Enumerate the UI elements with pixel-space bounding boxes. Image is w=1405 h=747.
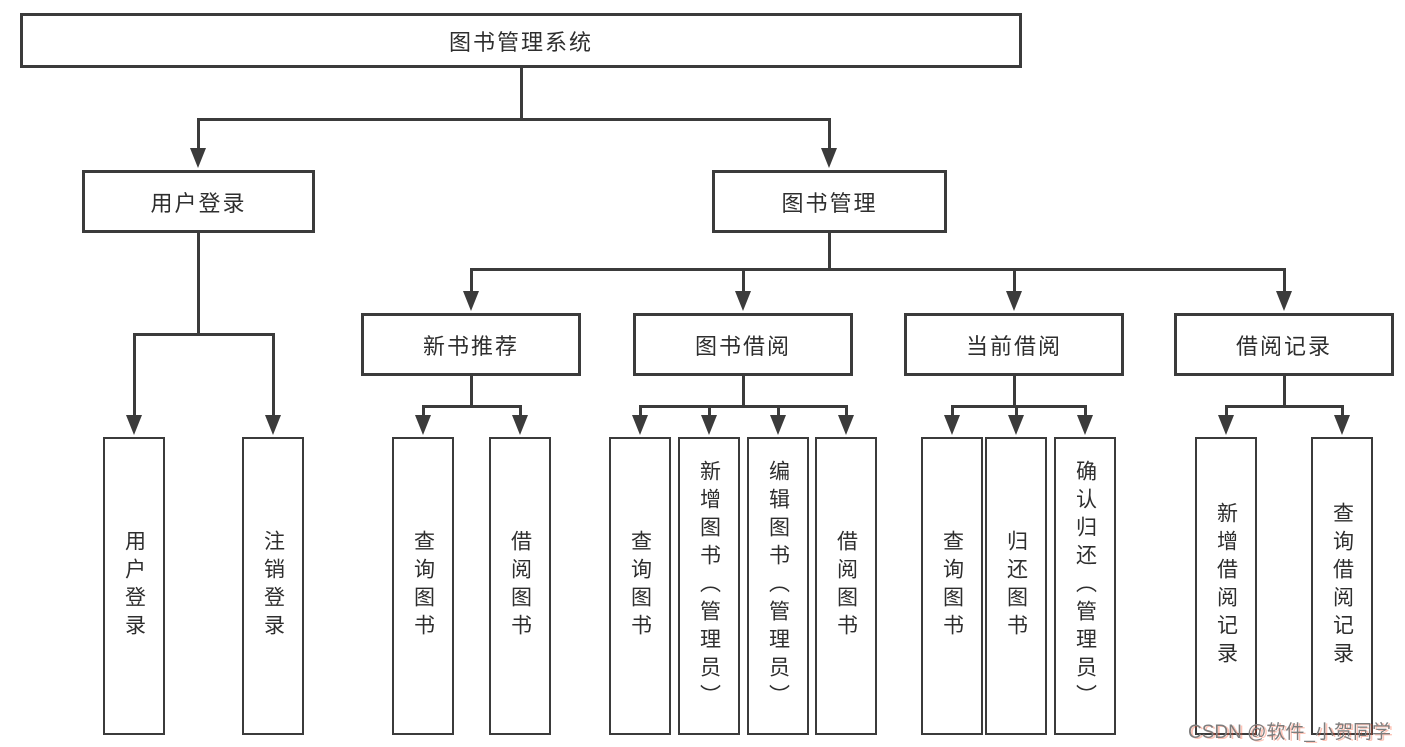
node-label: 用户登录 [150,190,247,216]
arrow-down-icon [944,415,960,435]
node-new-book-recommend: 新书推荐 [361,313,581,376]
leaf-record-add: 新增借阅记录 [1195,437,1257,735]
connector-root-bar [197,118,831,121]
leaf-current-query-books: 查询图书 [921,437,983,735]
connector-current-stub [1013,376,1016,408]
connector-record-stub [1283,376,1286,408]
leaf-borrow-add-books: 新增图书（管理员） [678,437,740,735]
connector-record-drop-2 [1341,405,1344,417]
leaf-label: 查询图书 [628,530,652,642]
connector-record-drop-1 [1225,405,1228,417]
connector-borrow-drop-4 [845,405,848,417]
connector-user-bar [133,333,275,336]
arrow-down-icon [1006,291,1022,311]
arrow-down-icon [821,148,837,168]
leaf-label: 查询图书 [940,530,964,642]
arrow-down-icon [1077,415,1093,435]
connector-book-drop-4 [1283,268,1286,294]
node-current-borrow: 当前借阅 [904,313,1124,376]
leaf-current-return-books: 归还图书 [985,437,1047,735]
arrow-down-icon [838,415,854,435]
arrow-down-icon [265,415,281,435]
connector-current-bar [951,405,1087,408]
connector-book-drop-3 [1013,268,1016,294]
connector-user-stub [197,233,200,336]
connector-current-drop-2 [1015,405,1018,417]
connector-root-stub [520,68,523,120]
node-label: 当前借阅 [965,333,1062,359]
node-book-borrow: 图书借阅 [633,313,853,376]
leaf-record-query: 查询借阅记录 [1311,437,1373,735]
connector-book-stub [828,233,831,271]
leaf-label: 编辑图书（管理员） [766,460,790,712]
leaf-label: 查询图书 [411,530,435,642]
connector-borrow-drop-2 [708,405,711,417]
leaf-label: 查询借阅记录 [1330,502,1354,670]
leaf-label: 借阅图书 [834,530,858,642]
connector-current-drop-1 [951,405,954,417]
node-root: 图书管理系统 [20,13,1022,68]
connector-book-drop-1 [470,268,473,294]
arrow-down-icon [1218,415,1234,435]
arrow-down-icon [463,291,479,311]
leaf-label: 用户登录 [122,530,146,642]
arrow-down-icon [770,415,786,435]
connector-borrow-stub [742,376,745,408]
leaf-borrow-edit-books: 编辑图书（管理员） [747,437,809,735]
connector-recommend-drop-2 [519,405,522,417]
leaf-label: 新增借阅记录 [1214,502,1238,670]
leaf-logout-login: 注销登录 [242,437,304,735]
leaf-recommend-query-books: 查询图书 [392,437,454,735]
arrow-down-icon [632,415,648,435]
connector-user-drop-1 [133,333,136,417]
leaf-label: 借阅图书 [508,530,532,642]
connector-borrow-drop-3 [777,405,780,417]
arrow-down-icon [701,415,717,435]
leaf-current-confirm-return: 确认归还（管理员） [1054,437,1116,735]
leaf-label: 注销登录 [261,530,285,642]
connector-user-drop-2 [272,333,275,417]
node-label: 新书推荐 [422,333,519,359]
connector-current-drop-3 [1084,405,1087,417]
connector-recommend-stub [470,376,473,408]
leaf-user-login: 用户登录 [103,437,165,735]
connector-recommend-bar [422,405,522,408]
arrow-down-icon [190,148,206,168]
node-label: 借阅记录 [1235,333,1332,359]
node-borrow-record: 借阅记录 [1174,313,1394,376]
connector-borrow-bar [639,405,848,408]
connector-record-bar [1225,405,1344,408]
arrow-down-icon [415,415,431,435]
arrow-down-icon [1008,415,1024,435]
node-label: 图书借阅 [694,333,791,359]
leaf-label: 确认归还（管理员） [1073,460,1097,712]
arrow-down-icon [1334,415,1350,435]
leaf-label: 新增图书（管理员） [697,460,721,712]
arrow-down-icon [126,415,142,435]
arrow-down-icon [512,415,528,435]
arrow-down-icon [1276,291,1292,311]
node-book-mgmt: 图书管理 [712,170,947,233]
arrow-down-icon [735,291,751,311]
csdn-watermark: CSDN @软件_小贺同学 [1188,722,1391,743]
connector-root-drop-right [828,118,831,151]
connector-recommend-drop-1 [422,405,425,417]
connector-book-drop-2 [742,268,745,294]
node-label: 图书管理系统 [448,29,593,55]
node-user-login: 用户登录 [82,170,315,233]
connector-book-bar [470,268,1286,271]
connector-borrow-drop-1 [639,405,642,417]
leaf-recommend-borrow-books: 借阅图书 [489,437,551,735]
leaf-borrow-borrow-books: 借阅图书 [815,437,877,735]
node-label: 图书管理 [781,190,878,216]
leaf-borrow-query-books: 查询图书 [609,437,671,735]
connector-root-drop-left [197,118,200,151]
leaf-label: 归还图书 [1004,530,1028,642]
